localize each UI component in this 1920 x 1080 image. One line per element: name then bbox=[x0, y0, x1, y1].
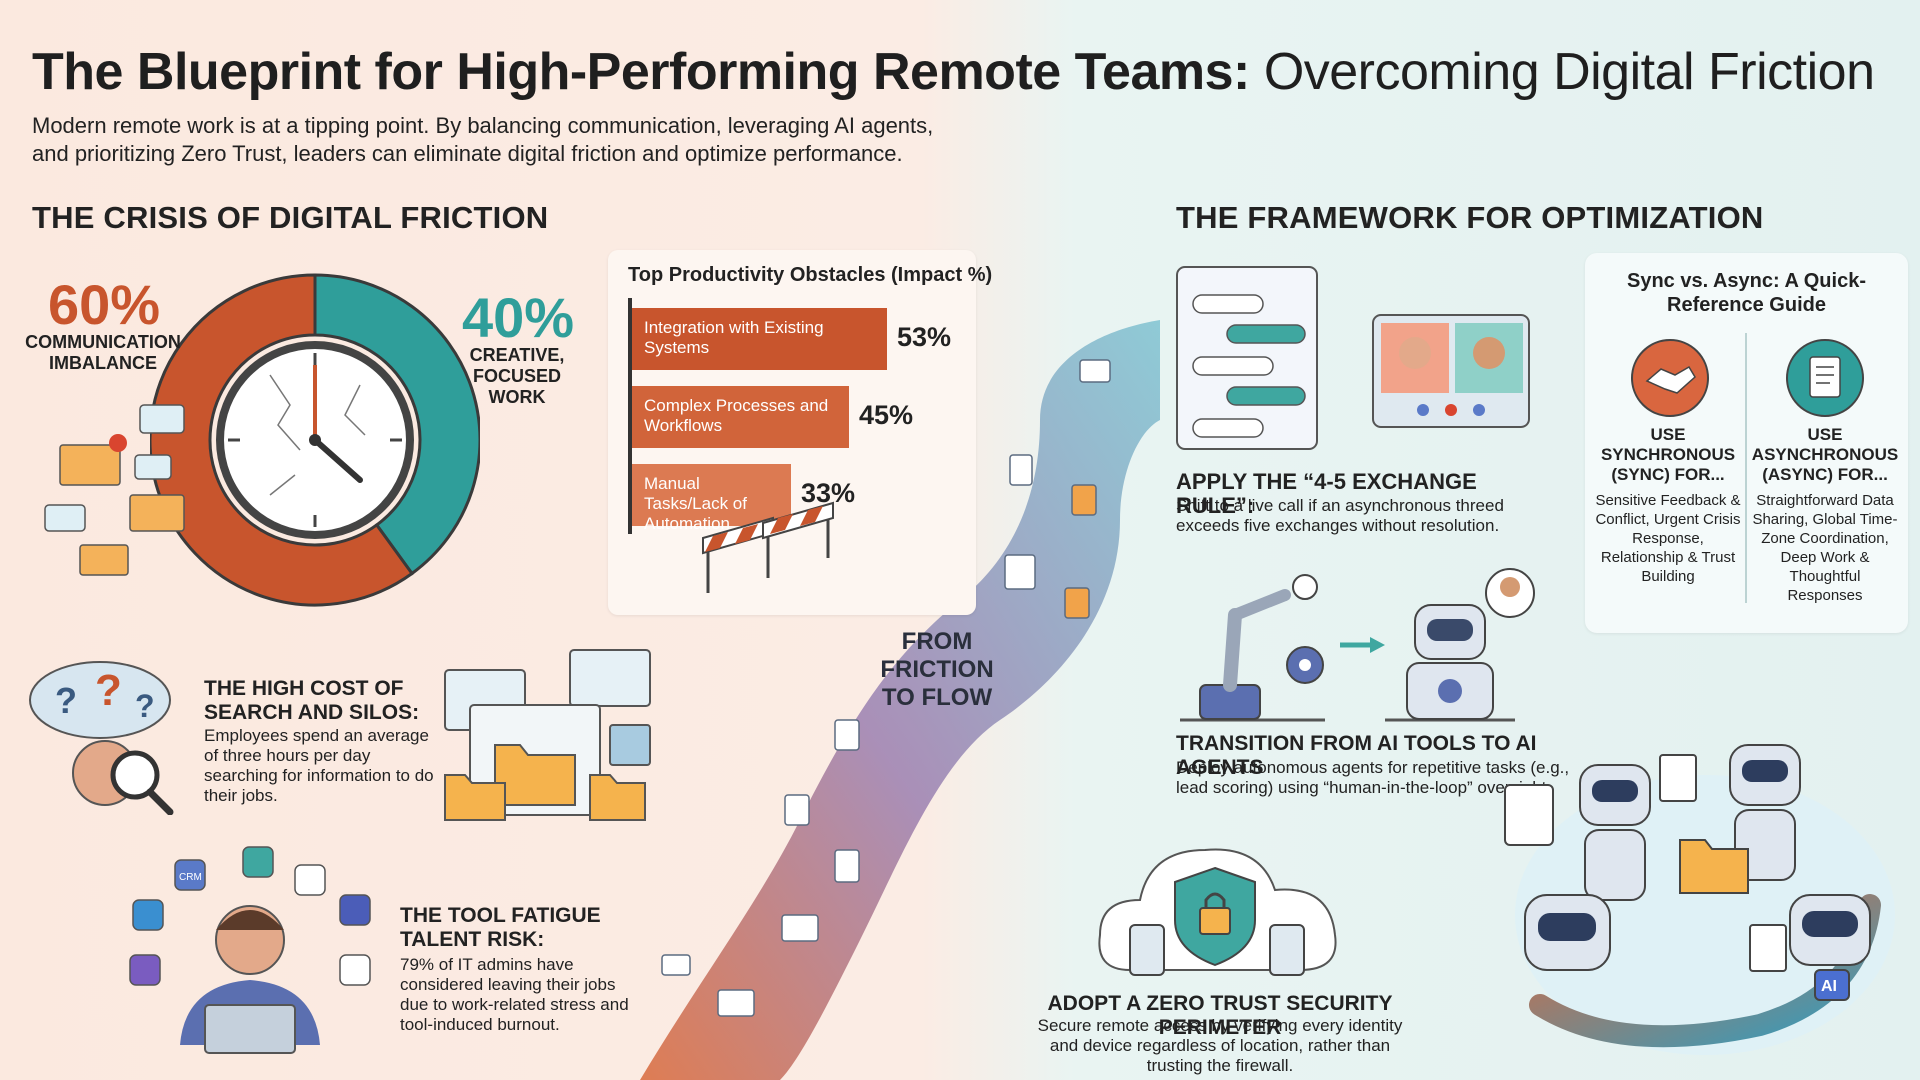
page-title-light: Overcoming Digital Friction bbox=[1263, 43, 1875, 101]
tool-fatigue-heading: THE TOOL FATIGUE TALENT RISK: bbox=[400, 904, 601, 951]
sync-async-guide-card: Sync vs. Async: A Quick-Reference Guide … bbox=[1585, 253, 1908, 633]
async-items: Straightforward Data Sharing, Global Tim… bbox=[1752, 492, 1898, 604]
document-icon bbox=[1786, 339, 1864, 417]
crm-badge-text: CRM bbox=[179, 872, 202, 883]
exchange-rule-heading: APPLY THE “4-5 EXCHANGE RULE”: bbox=[1176, 469, 1477, 518]
obstacles-title: Top Productivity Obstacles (Impact %) bbox=[628, 264, 993, 286]
zero-trust-heading: ADOPT A ZERO TRUST SECURITY PERIMETER bbox=[1047, 992, 1393, 1039]
folder-silos-illustration bbox=[444, 649, 651, 821]
page-title: The Blueprint for High-Performing Remote… bbox=[32, 42, 1875, 102]
communication-percent: 60% bbox=[48, 273, 161, 336]
tool-fatigue-illustration: CRM bbox=[129, 846, 371, 1054]
svg-text:?: ? bbox=[135, 688, 155, 724]
svg-text:?: ? bbox=[95, 666, 122, 715]
ai-badge: AI bbox=[1821, 978, 1837, 995]
obstacle-bar-0: Integration with Existing Systems bbox=[632, 308, 887, 370]
barrier-icon bbox=[702, 501, 834, 593]
chat-video-call-illustration bbox=[1176, 266, 1530, 450]
creative-percent: 40% bbox=[462, 286, 575, 349]
friction-to-flow-label: FROM FRICTION TO FLOW bbox=[880, 628, 994, 711]
ai-agents-body: Deploy autonomous agents for repetitive … bbox=[1176, 758, 1570, 797]
clock-cracks bbox=[269, 374, 366, 496]
framework-section-heading: THE FRAMEWORK FOR OPTIMIZATION bbox=[1176, 200, 1764, 235]
clock-center bbox=[309, 434, 321, 446]
obstacles-card: Top Productivity Obstacles (Impact %) In… bbox=[608, 250, 992, 615]
search-confusion-illustration: ? ? ? bbox=[29, 661, 174, 815]
svg-text:?: ? bbox=[55, 680, 77, 721]
obstacles-axis bbox=[628, 298, 632, 534]
ai-collaboration-illustration: AI bbox=[1504, 744, 1895, 1055]
notification-dot bbox=[109, 434, 127, 452]
guide-title: Sync vs. Async: A Quick-Reference Guide bbox=[1627, 270, 1866, 316]
guide-divider bbox=[1745, 333, 1747, 603]
email-overload-illustration bbox=[44, 404, 185, 576]
donut-segment-creative bbox=[313, 273, 480, 576]
ai-tools-to-agents-illustration bbox=[1180, 568, 1535, 722]
communication-donut-chart bbox=[150, 273, 480, 607]
ai-agents-heading: TRANSITION FROM AI TOOLS TO AI AGENTS bbox=[1176, 732, 1537, 779]
donut-segments bbox=[150, 273, 480, 607]
obstacles-bars: Integration with Existing Systems 53% Comp… bbox=[632, 298, 972, 538]
async-heading: USE ASYNCHRONOUS (ASYNC) FOR... bbox=[1751, 425, 1899, 484]
obstacle-bar-1: Complex Processes and Workflows bbox=[632, 386, 849, 448]
crisis-section-heading: THE CRISIS OF DIGITAL FRICTION bbox=[32, 200, 549, 235]
search-silos-body: Employees spend an average of three hour… bbox=[204, 726, 434, 805]
communication-label: COMMUNICATION IMBALANCE bbox=[25, 332, 181, 373]
donut-segment-communication bbox=[150, 273, 415, 607]
clock-hand-hour bbox=[312, 437, 363, 483]
zero-trust-illustration bbox=[1098, 848, 1337, 976]
zero-trust-body: Secure remote access by verifying every … bbox=[1037, 1016, 1403, 1075]
obstacle-bar-2: Manual Tasks/Lack of Automation bbox=[632, 464, 791, 533]
handshake-icon bbox=[1631, 339, 1709, 417]
creative-label: CREATIVE, FOCUSED WORK bbox=[469, 345, 565, 407]
obstacle-value-2: 33% bbox=[801, 478, 856, 508]
obstacle-value-1: 45% bbox=[859, 400, 914, 430]
sync-heading: USE SYNCHRONOUS (SYNC) FOR... bbox=[1600, 425, 1736, 484]
tool-fatigue-body: 79% of IT admins have considered leaving… bbox=[400, 955, 629, 1034]
sync-items: Sensitive Feedback & Conflict, Urgent Cr… bbox=[1595, 492, 1741, 585]
search-silos-heading: THE HIGH COST OF SEARCH AND SILOS: bbox=[204, 677, 420, 724]
exchange-rule-body: Shift to a live call if an asynchronous … bbox=[1176, 496, 1504, 535]
clock-ticks bbox=[228, 353, 402, 527]
page-title-bold: The Blueprint for High-Performing Remote… bbox=[32, 43, 1250, 101]
obstacle-value-0: 53% bbox=[897, 322, 952, 352]
page-subtitle: Modern remote work is at a tipping point… bbox=[32, 113, 934, 166]
